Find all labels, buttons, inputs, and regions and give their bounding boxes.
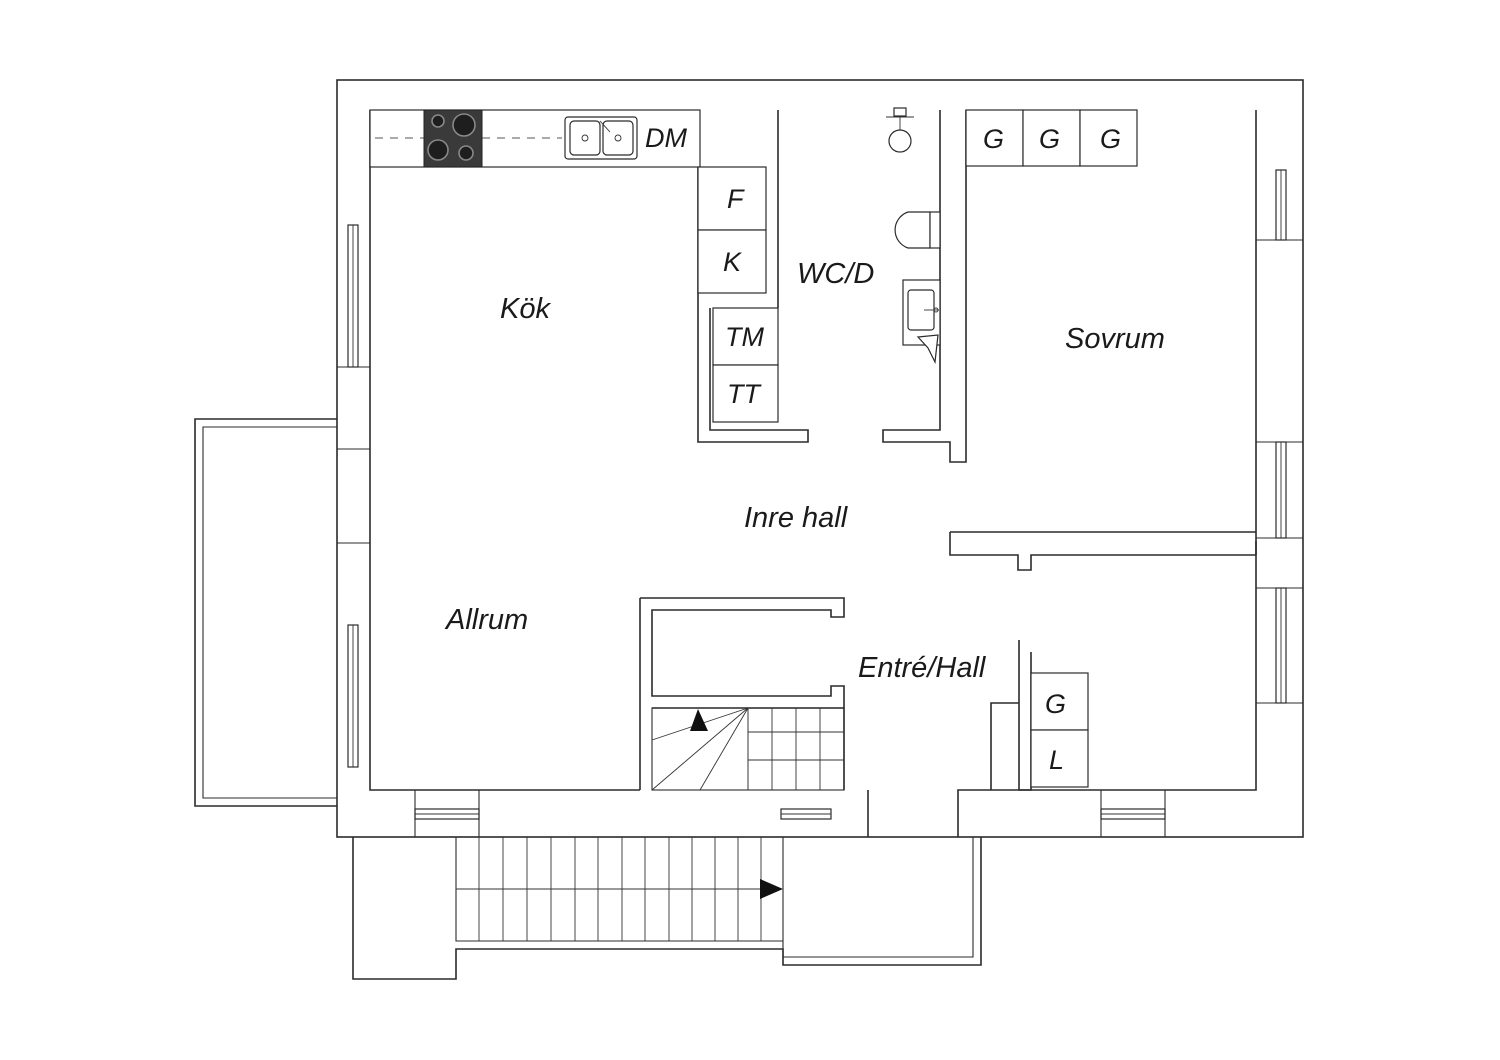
shower-icon — [886, 107, 914, 153]
outer-walls — [336, 79, 1304, 838]
wardrobe-label: G — [1100, 124, 1121, 154]
room-label-living-room: Allrum — [444, 604, 528, 636]
bedroom-wardrobes — [965, 109, 1138, 167]
toilet-icon — [894, 211, 941, 249]
entrance-arrow-icon — [760, 879, 783, 899]
room-label-bedroom: Sovrum — [1065, 323, 1165, 355]
room-label-kitchen: Kök — [500, 293, 551, 325]
linen-closet-label: L — [1049, 745, 1064, 775]
sink — [564, 116, 638, 160]
cooktop — [423, 109, 483, 168]
hall-wardrobes — [1030, 672, 1089, 788]
wardrobe-label: G — [1045, 689, 1066, 719]
fridge-label: F — [727, 184, 745, 214]
wardrobe-label: G — [1039, 124, 1060, 154]
washbasin-icon — [902, 279, 941, 365]
windows — [337, 169, 1303, 837]
entrance-stairs — [352, 837, 982, 980]
stair-up-arrow-icon — [690, 709, 708, 731]
dishwasher-label: DM — [645, 123, 687, 153]
laundry-machines — [712, 307, 779, 423]
room-label-entrance-hall: Entré/Hall — [858, 652, 987, 684]
kitchen-cabinets — [697, 166, 767, 294]
wardrobe-label: G — [983, 124, 1004, 154]
washer-label: TM — [725, 322, 764, 352]
freezer-label: K — [723, 247, 742, 277]
room-label-inner-hall: Inre hall — [744, 502, 849, 534]
balcony — [194, 418, 337, 807]
room-label-bathroom: WC/D — [797, 258, 874, 290]
dryer-label: TT — [727, 379, 762, 409]
internal-staircase — [651, 707, 845, 791]
